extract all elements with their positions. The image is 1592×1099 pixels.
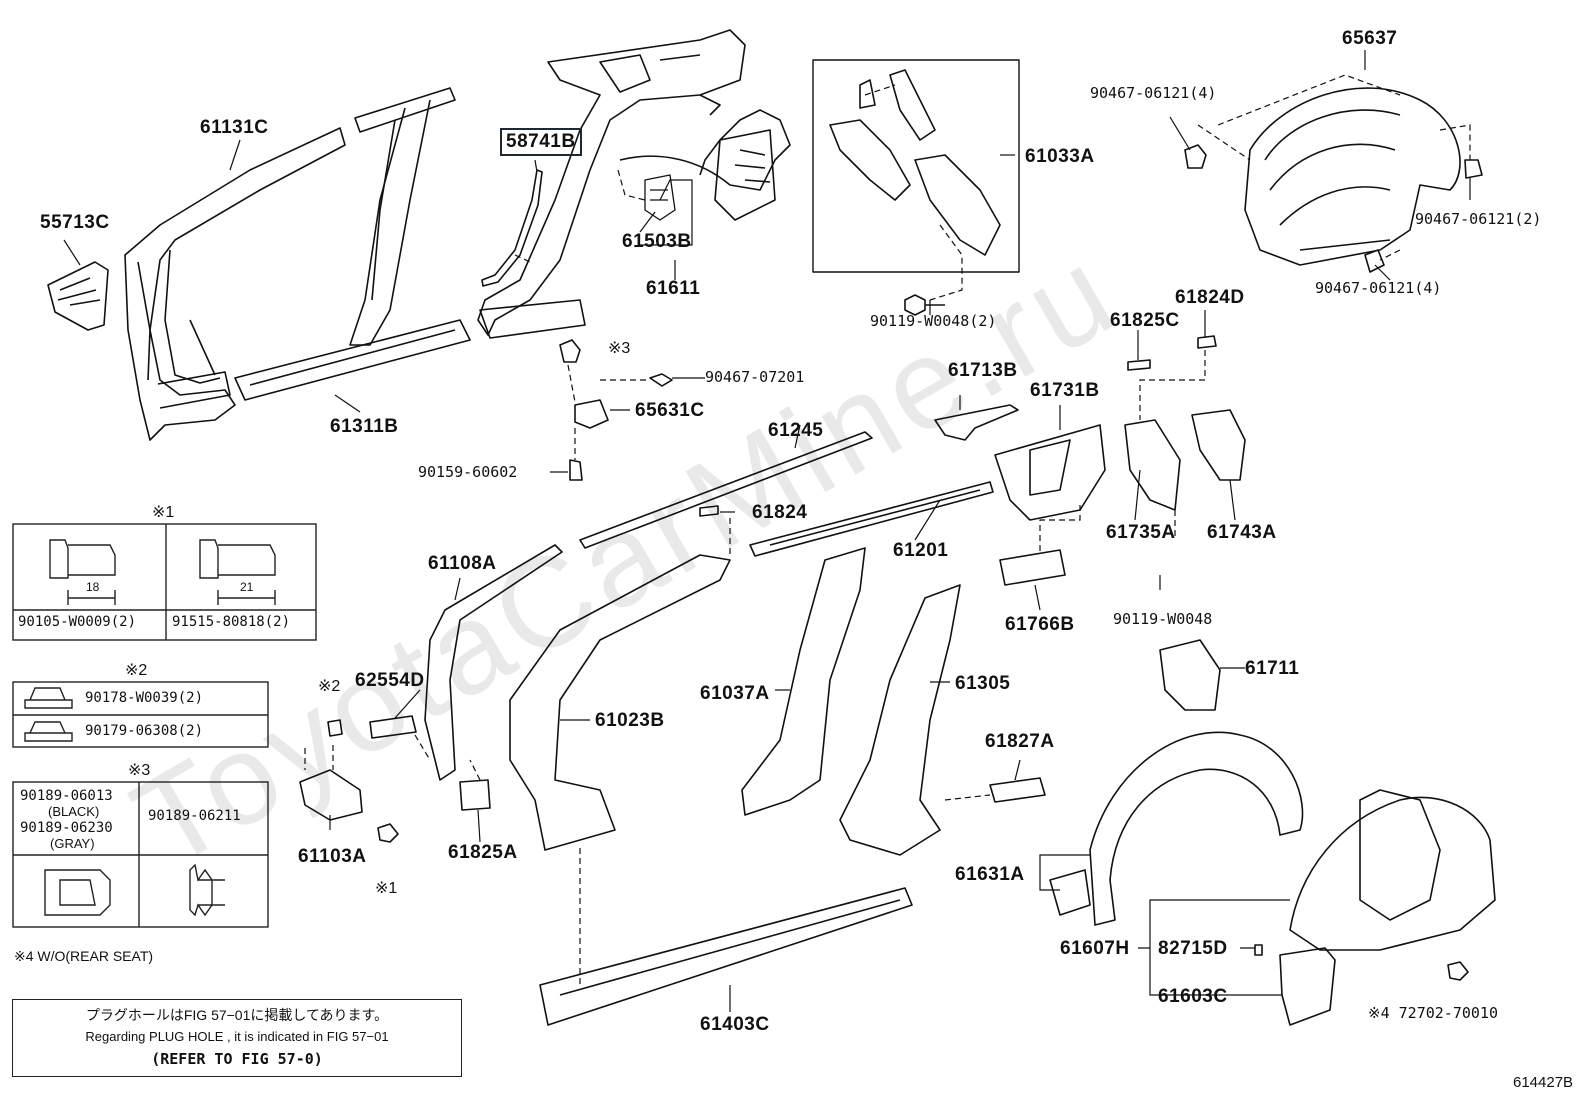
part-label-90159-60602[interactable]: 90159-60602 bbox=[418, 463, 518, 481]
part-label-72702-70010[interactable]: ※4 72702-70010 bbox=[1368, 1004, 1498, 1022]
stud-bolt-icon-2 bbox=[199, 539, 276, 579]
part-label-61037A[interactable]: 61037A bbox=[700, 683, 770, 704]
part-label-61108A[interactable]: 61108A bbox=[428, 553, 497, 574]
part-label-61766B[interactable]: 61766B bbox=[1005, 614, 1075, 635]
part-label-62554D[interactable]: 62554D bbox=[355, 670, 425, 691]
part-label-61731B[interactable]: 61731B bbox=[1030, 380, 1100, 401]
part-61735A-drawing bbox=[1124, 419, 1181, 511]
reference-box: プラグホールはFIG 57−01に掲載してあります。 Regarding PLU… bbox=[12, 999, 462, 1077]
table3-right: 90189-06211 bbox=[148, 808, 241, 824]
part-center-frame bbox=[349, 87, 456, 346]
part-61713B-drawing bbox=[934, 404, 1019, 441]
table1-dim-21: 21 bbox=[240, 580, 254, 594]
part-label-61735A[interactable]: 61735A bbox=[1106, 522, 1176, 543]
stud-bolt-icon bbox=[49, 539, 116, 579]
reference-en: Regarding PLUG HOLE , it is indicated in… bbox=[85, 1029, 389, 1044]
part-61033A-box bbox=[812, 59, 1020, 273]
part-label-82715D[interactable]: 82715D bbox=[1158, 938, 1228, 959]
part-quarter-panel bbox=[479, 299, 586, 339]
part-61023B-drawing bbox=[509, 554, 731, 851]
part-61711-drawing bbox=[1159, 639, 1221, 711]
part-label-61311B[interactable]: 61311B bbox=[330, 416, 399, 437]
part-label-61503B[interactable]: 61503B bbox=[622, 231, 692, 252]
part-label-61824[interactable]: 61824 bbox=[752, 502, 808, 523]
flange-nut-icon bbox=[24, 687, 73, 709]
part-label-61824D[interactable]: 61824D bbox=[1175, 287, 1245, 308]
table1-cell-2: 91515-80818(2) bbox=[172, 614, 291, 630]
marker-1: ※1 bbox=[375, 880, 398, 897]
nut-icon bbox=[24, 721, 73, 742]
part-61033A-drawing bbox=[829, 69, 1001, 256]
part-label-55713C[interactable]: 55713C bbox=[40, 212, 110, 233]
part-55713C-drawing bbox=[47, 261, 109, 331]
table3-left-4: (GRAY) bbox=[50, 836, 95, 851]
reference-refer: (REFER TO FIG 57-0) bbox=[151, 1050, 323, 1068]
part-61131C-drawing bbox=[124, 127, 346, 441]
part-label-61825C[interactable]: 61825C bbox=[1110, 310, 1180, 331]
table2-row-2: 90179-06308(2) bbox=[85, 723, 204, 739]
part-label-61403C[interactable]: 61403C bbox=[700, 1014, 770, 1035]
part-61731B-drawing bbox=[994, 424, 1106, 521]
part-label-61611[interactable]: 61611 bbox=[646, 278, 701, 299]
reference-jp: プラグホールはFIG 57−01に掲載してあります。 bbox=[85, 1007, 389, 1023]
part-61631A-drawing bbox=[1089, 731, 1304, 926]
part-label-90119-W0048[interactable]: 90119-W0048 bbox=[1113, 610, 1213, 628]
table2-title: ※2 bbox=[125, 662, 148, 679]
part-61311B-drawing bbox=[234, 319, 471, 401]
part-61037A-drawing bbox=[741, 547, 866, 816]
part-61201-drawing bbox=[749, 481, 994, 557]
part-58741B-drawing bbox=[481, 169, 543, 287]
part-label-61023B[interactable]: 61023B bbox=[595, 710, 665, 731]
table1-title: ※1 bbox=[152, 504, 175, 521]
part-label-61825A[interactable]: 61825A bbox=[448, 842, 518, 863]
part-label-90467-06121-2[interactable]: 90467-06121(2) bbox=[1415, 210, 1542, 228]
table3-left-3: 90189-06230 bbox=[20, 820, 113, 836]
part-label-61711[interactable]: 61711 bbox=[1245, 658, 1300, 679]
part-label-61103A[interactable]: 61103A bbox=[298, 846, 367, 867]
part-label-65631C[interactable]: 65631C bbox=[635, 400, 705, 421]
part-label-61033A[interactable]: 61033A bbox=[1025, 146, 1095, 167]
table3-left-1: 90189-06013 bbox=[20, 788, 113, 804]
part-61245-drawing bbox=[579, 431, 873, 549]
part-label-90119-W0048-2[interactable]: 90119-W0048(2) bbox=[870, 312, 997, 330]
part-label-61603C[interactable]: 61603C bbox=[1158, 986, 1228, 1007]
table3-title: ※3 bbox=[128, 762, 151, 779]
table3-left-2: (BLACK) bbox=[48, 804, 100, 819]
part-61766B-drawing bbox=[999, 549, 1066, 586]
part-rocker-frame bbox=[157, 371, 231, 409]
note-4: ※4 W/O(REAR SEAT) bbox=[14, 948, 154, 964]
marker-2: ※2 bbox=[318, 678, 341, 695]
part-label-61245[interactable]: 61245 bbox=[768, 420, 824, 441]
clip-icon-2 bbox=[189, 863, 225, 917]
part-61403C-drawing bbox=[539, 887, 913, 1026]
part-label-90467-07201[interactable]: 90467-07201 bbox=[705, 368, 805, 386]
part-label-61607H[interactable]: 61607H bbox=[1060, 938, 1130, 959]
part-label-90467-06121-4a[interactable]: 90467-06121(4) bbox=[1090, 84, 1217, 102]
part-label-61631A[interactable]: 61631A bbox=[955, 864, 1025, 885]
part-label-61713B[interactable]: 61713B bbox=[948, 360, 1018, 381]
part-label-65637[interactable]: 65637 bbox=[1342, 28, 1398, 49]
clip-icon bbox=[44, 869, 111, 916]
table1-dim-18: 18 bbox=[86, 580, 100, 594]
part-quarter-frame bbox=[477, 29, 746, 336]
part-label-90467-06121-4b[interactable]: 90467-06121(4) bbox=[1315, 279, 1442, 297]
part-65637-drawing bbox=[1244, 87, 1461, 266]
figure-code: 614427B bbox=[1513, 1074, 1574, 1091]
table2-row-1: 90178-W0039(2) bbox=[85, 690, 204, 706]
part-61607H-drawing bbox=[1289, 796, 1496, 951]
table1-cell-1: 90105-W0009(2) bbox=[18, 614, 137, 630]
part-61108A-drawing bbox=[424, 544, 563, 781]
part-label-61743A[interactable]: 61743A bbox=[1207, 522, 1277, 543]
part-label-61201[interactable]: 61201 bbox=[893, 540, 949, 561]
part-61743A-drawing bbox=[1191, 409, 1246, 481]
part-label-61305[interactable]: 61305 bbox=[955, 673, 1011, 694]
part-61103A-drawing bbox=[299, 769, 363, 821]
part-61305-drawing bbox=[839, 584, 961, 856]
part-61611-drawing bbox=[619, 109, 791, 191]
part-label-61131C[interactable]: 61131C bbox=[200, 117, 269, 138]
part-label-58741B[interactable]: 58741B bbox=[500, 128, 582, 156]
part-label-61827A[interactable]: 61827A bbox=[985, 731, 1055, 752]
marker-3: ※3 bbox=[608, 340, 631, 357]
